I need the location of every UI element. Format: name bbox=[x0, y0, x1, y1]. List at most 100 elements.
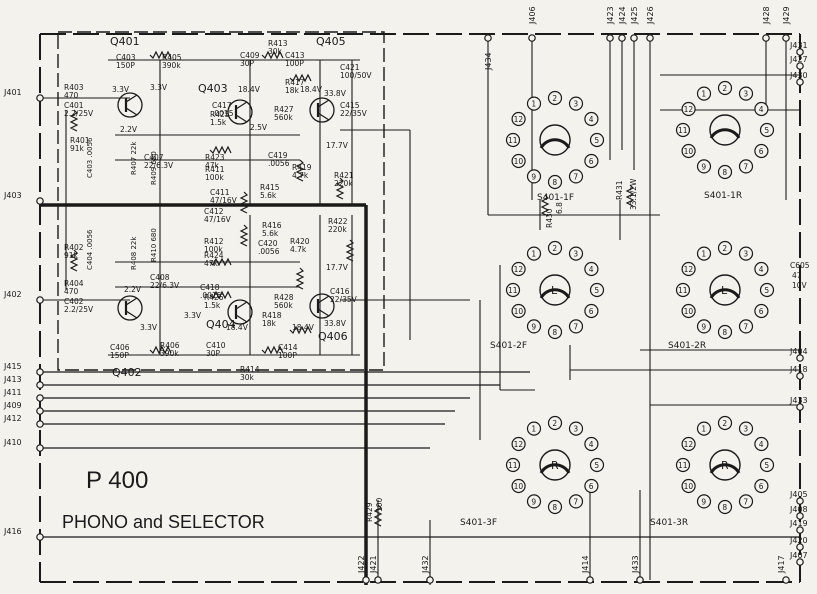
contact-number: 7 bbox=[573, 172, 578, 181]
voltage-label: 2.5V bbox=[250, 123, 268, 132]
component-ref: R411 bbox=[205, 165, 225, 174]
contact-number: 12 bbox=[514, 265, 524, 274]
component-ref: R419 bbox=[292, 163, 312, 172]
component-ref: C413 bbox=[285, 51, 305, 60]
voltage-label: 2.2V bbox=[124, 285, 142, 294]
transistor-label: Q404 bbox=[206, 318, 236, 331]
switch-contact bbox=[696, 494, 712, 509]
contact-number: 9 bbox=[531, 497, 536, 506]
jack-label: J413 bbox=[3, 375, 22, 384]
jack-terminal bbox=[796, 526, 804, 534]
jack-terminal bbox=[796, 403, 804, 411]
component-value: 47k bbox=[205, 161, 220, 170]
contact-number: 2 bbox=[722, 84, 727, 93]
r429-label: R429 bbox=[365, 502, 374, 522]
switch-contact bbox=[584, 153, 599, 169]
switch-contact bbox=[681, 436, 696, 452]
switch-wiper bbox=[709, 463, 741, 474]
switch-contact bbox=[547, 499, 563, 515]
jack-terminal bbox=[426, 576, 434, 584]
jack-label: J434 bbox=[484, 52, 493, 71]
component-value: 390k bbox=[162, 61, 181, 70]
switch-contact bbox=[568, 319, 584, 334]
jack-label: J419 bbox=[789, 519, 808, 528]
contact-number: 12 bbox=[684, 265, 694, 274]
switch-contact bbox=[589, 132, 605, 148]
component-value: 30P bbox=[206, 349, 221, 358]
contact-number: 7 bbox=[743, 162, 748, 171]
contact-number: 4 bbox=[589, 440, 594, 449]
switch-contact bbox=[717, 324, 733, 340]
switch-name: S401-1R bbox=[704, 191, 742, 201]
component-value: 2.2/25V bbox=[64, 305, 94, 314]
voltage-label: 3.3V bbox=[140, 323, 158, 332]
jack-terminal bbox=[606, 34, 614, 42]
switch-contact bbox=[547, 174, 563, 190]
jack-label: J410 bbox=[3, 438, 22, 447]
component-value: .0015 bbox=[200, 291, 222, 300]
switch-contact bbox=[584, 111, 599, 127]
contact-number: 11 bbox=[678, 286, 688, 295]
board-title: P 400 bbox=[86, 467, 148, 494]
contact-number: 6 bbox=[759, 147, 764, 156]
resistor-symbol bbox=[289, 73, 312, 83]
switch-contact bbox=[526, 169, 542, 184]
contact-number: 7 bbox=[573, 497, 578, 506]
component-value: 22/35V bbox=[330, 295, 358, 304]
contact-number: 5 bbox=[764, 126, 769, 135]
switch-name: S401-1F bbox=[537, 193, 574, 203]
component-ref: R420 bbox=[290, 237, 310, 246]
switch-channel-label: R bbox=[721, 459, 729, 472]
component-ref: R428 bbox=[274, 293, 294, 302]
voltage-label: 18.4V bbox=[300, 85, 323, 94]
voltage-label: 2.2V bbox=[120, 125, 138, 134]
resistor-symbol bbox=[239, 191, 249, 214]
contact-number: 4 bbox=[589, 265, 594, 274]
component-value: 100/50V bbox=[340, 71, 372, 80]
component-ref: R413 bbox=[268, 39, 288, 48]
component-ref: R422 bbox=[328, 217, 348, 226]
jack-label: J425 bbox=[630, 6, 639, 25]
contact-number: 3 bbox=[573, 250, 578, 259]
contact-number: 9 bbox=[701, 322, 706, 331]
contact-number: 3 bbox=[743, 90, 748, 99]
switch-contact bbox=[738, 159, 754, 174]
contact-number: 10 bbox=[514, 307, 524, 316]
contact-number: 12 bbox=[514, 115, 524, 124]
jack-terminal bbox=[630, 34, 638, 42]
switch-contact bbox=[717, 499, 733, 515]
resistor-symbol bbox=[149, 50, 172, 60]
contact-number: 12 bbox=[684, 440, 694, 449]
jack-label: J408 bbox=[789, 505, 808, 514]
component-ref: R404 bbox=[64, 279, 84, 288]
component-value: .0056 bbox=[268, 159, 290, 168]
component-ref: C406 bbox=[110, 343, 130, 352]
component-ref: R401 bbox=[70, 136, 90, 145]
jack-label: J433 bbox=[631, 555, 640, 574]
voltage-label: 18.4V bbox=[292, 323, 315, 332]
contact-number: 8 bbox=[722, 503, 727, 512]
component-value: 47/16V bbox=[204, 215, 232, 224]
component-ref: C420 bbox=[258, 239, 278, 248]
component-ref: C402 bbox=[64, 297, 84, 306]
contact-number: 4 bbox=[759, 105, 764, 114]
component-ref: R426 bbox=[204, 293, 224, 302]
r410-label: R410 680 bbox=[150, 228, 158, 262]
jack-label: J407 bbox=[789, 551, 808, 560]
switch-contact bbox=[754, 261, 769, 277]
component-value: 220k bbox=[328, 225, 347, 234]
jack-terminal bbox=[618, 34, 626, 42]
contact-number: 2 bbox=[552, 419, 557, 428]
component-value: 22/6.3V bbox=[150, 281, 180, 290]
switch-contact bbox=[696, 319, 712, 334]
switch-contact bbox=[526, 246, 542, 261]
component-ref: C417 bbox=[212, 101, 232, 110]
switch-contact bbox=[568, 494, 584, 509]
transistor-label: Q406 bbox=[318, 330, 348, 343]
jack-label: J414 bbox=[581, 555, 590, 574]
contact-number: 11 bbox=[508, 286, 518, 295]
switch-wiper bbox=[539, 463, 571, 474]
component-ref: C416 bbox=[330, 287, 350, 296]
